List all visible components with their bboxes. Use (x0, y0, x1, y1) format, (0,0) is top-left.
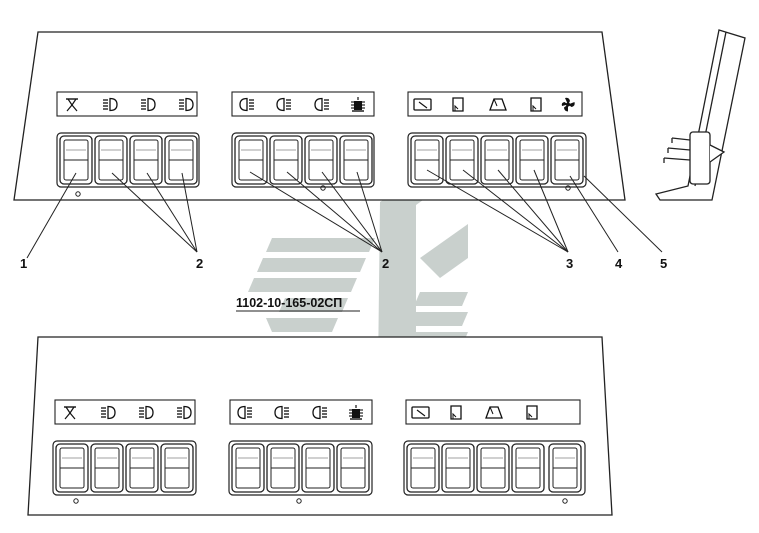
rocker-switch[interactable] (480, 135, 514, 185)
indicator-dot (320, 185, 326, 191)
rocker-switch[interactable] (234, 135, 268, 185)
rocker-switch[interactable] (90, 443, 124, 493)
rocker-switch[interactable] (339, 135, 373, 185)
part-number: 1102-10-165-02СП (236, 296, 342, 310)
rocker-switch[interactable] (336, 443, 370, 493)
callout-3: 3 (566, 256, 573, 271)
callout-5: 5 (660, 256, 667, 271)
rocker-switch[interactable] (301, 443, 335, 493)
rocker-switch[interactable] (445, 135, 479, 185)
callout-2: 2 (382, 256, 389, 271)
rocker-switch[interactable] (59, 135, 93, 185)
leader-lines (26, 169, 663, 259)
top-group3-icon-strip (407, 91, 583, 117)
bottom-group3-icon-strip (405, 399, 581, 425)
top-group1-icon-strip (56, 91, 198, 117)
rocker-switch[interactable] (548, 443, 582, 493)
rocker-switch[interactable] (304, 135, 338, 185)
bottom-group2-housing (228, 440, 373, 496)
rocker-switch[interactable] (515, 135, 549, 185)
indicator-dot (75, 191, 81, 197)
rocker-switch[interactable] (160, 443, 194, 493)
rocker-switch[interactable] (94, 135, 128, 185)
rocker-switch[interactable] (550, 135, 584, 185)
rocker-switch[interactable] (164, 135, 198, 185)
callout-2: 2 (196, 256, 203, 271)
bottom-group1-icon-strip (54, 399, 196, 425)
top-group2-icon-strip (231, 91, 375, 117)
rocker-switch[interactable] (269, 135, 303, 185)
bottom-group2-icon-strip (229, 399, 373, 425)
rocker-switch[interactable] (125, 443, 159, 493)
rocker-switch[interactable] (441, 443, 475, 493)
rocker-switch[interactable] (266, 443, 300, 493)
side-view-switch (654, 29, 746, 201)
rocker-switch[interactable] (511, 443, 545, 493)
rocker-switch[interactable] (231, 443, 265, 493)
indicator-dot (562, 498, 568, 504)
rocker-switch[interactable] (129, 135, 163, 185)
rocker-switch[interactable] (55, 443, 89, 493)
callout-4: 4 (615, 256, 623, 271)
top-panel (13, 31, 626, 201)
indicator-dot (73, 498, 79, 504)
callout-1: 1 (20, 256, 27, 271)
bottom-panel (27, 336, 613, 516)
indicator-dot (296, 498, 302, 504)
rocker-switch[interactable] (406, 443, 440, 493)
rocker-switch[interactable] (476, 443, 510, 493)
indicator-dot (565, 185, 571, 191)
bottom-group1-housing (52, 440, 197, 496)
